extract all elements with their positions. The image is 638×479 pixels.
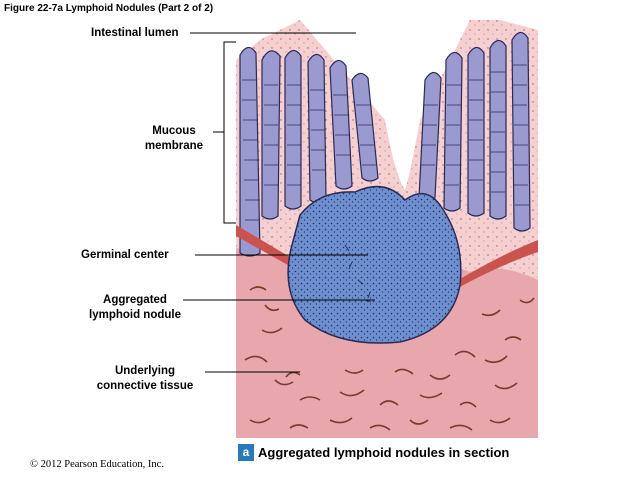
label-aggregated-line1: Aggregated	[103, 294, 167, 306]
copyright-notice: © 2012 Pearson Education, Inc.	[30, 459, 164, 470]
label-germinal-center: Germinal center	[81, 249, 169, 261]
label-intestinal-lumen: Intestinal lumen	[91, 27, 179, 39]
germinal-center	[344, 244, 372, 303]
connective-fibers	[244, 286, 535, 431]
label-mucous-membrane: Mucous membrane	[138, 124, 210, 154]
figure-caption: Aggregated lymphoid nodules in section	[258, 445, 510, 460]
label-mucous-line2: membrane	[144, 140, 204, 152]
label-mucous-line1: Mucous	[152, 125, 196, 137]
nodule-cells	[288, 186, 461, 344]
muscularis-right	[455, 240, 538, 288]
leader-lines	[183, 32, 375, 373]
figure-title: Figure 22-7a Lymphoid Nodules (Part 2 of…	[4, 3, 214, 14]
label-aggregated-nodule: Aggregated lymphoid nodule	[80, 293, 190, 323]
label-connective-line1: Underlying	[114, 365, 176, 377]
label-aggregated-line2: lymphoid nodule	[89, 309, 181, 321]
label-connective-line2: connective tissue	[96, 380, 194, 392]
caption-badge: a	[238, 444, 254, 461]
epithelium-striations	[242, 64, 529, 221]
label-connective-tissue: Underlying connective tissue	[85, 364, 205, 394]
